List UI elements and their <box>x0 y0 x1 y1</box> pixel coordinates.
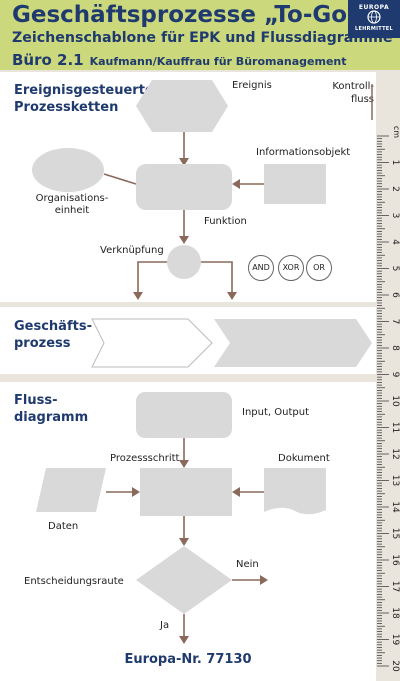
ruler-number: 20 <box>390 660 400 672</box>
process-heading-line1: Geschäfts- <box>14 319 92 334</box>
arrowhead <box>179 636 189 644</box>
flow-section: Fluss- diagramm Input, Output Prozesssch… <box>0 382 376 681</box>
ruler-number: 13 <box>390 475 400 486</box>
flow-diagram <box>36 392 326 644</box>
io-label: Input, Output <box>242 407 309 418</box>
document-label: Dokument <box>278 453 330 464</box>
data-parallelogram <box>36 468 106 512</box>
org-unit-line2: einheit <box>54 205 90 216</box>
ruler-number: 9 <box>390 372 400 378</box>
decision-diamond <box>136 546 232 614</box>
yes-label: Ja <box>160 620 170 631</box>
arrowhead <box>179 460 189 468</box>
process-chevrons <box>91 318 372 368</box>
ruler-number: 17 <box>390 581 400 592</box>
ruler-number: 8 <box>390 345 400 351</box>
globe-icon <box>367 10 381 24</box>
arrowhead <box>133 292 143 300</box>
and-gate: AND <box>248 255 274 281</box>
ruler-number: 7 <box>390 319 400 325</box>
ruler-number: 19 <box>390 634 400 646</box>
flow-heading-line2: diagramm <box>14 410 89 425</box>
arrowhead <box>232 487 240 497</box>
io-rounded-rect <box>136 392 232 438</box>
split-branch-right <box>201 261 233 294</box>
ruler-number: 15 <box>390 528 400 539</box>
epk-diagram <box>32 80 326 300</box>
function-rect <box>136 164 232 210</box>
process-section: Geschäfts- prozess <box>0 307 376 374</box>
arrowhead <box>179 538 189 546</box>
epk-section: Ereignisgesteuerte Prozessketten Ereigni… <box>0 72 376 302</box>
ruler-number: 6 <box>390 292 400 298</box>
ruler-number: 1 <box>390 160 400 166</box>
org-unit-link <box>103 173 137 185</box>
audience: Kaufmann/Kauffrau für Büromanagement <box>89 55 347 68</box>
publisher-logo <box>348 0 400 38</box>
process-step-rect <box>140 468 232 516</box>
control-flow-indicator <box>371 84 373 120</box>
split-branch-left <box>137 261 167 294</box>
ruler-number: 2 <box>390 186 400 192</box>
function-label: Funktion <box>204 216 247 227</box>
flow-heading-line1: Fluss- <box>14 393 58 408</box>
arrowhead <box>132 487 140 497</box>
ruler-number: 16 <box>390 554 400 566</box>
info-object-label: Informationsobjekt <box>256 147 351 158</box>
page-subtitle: Zeichenschablone für EPK und Flussdiagra… <box>12 30 393 46</box>
or-gate: OR <box>306 255 332 281</box>
org-unit-line1: Organisations- <box>35 193 109 204</box>
info-object-rect <box>264 164 326 204</box>
ruler-number: 11 <box>390 422 400 433</box>
ruler-number: 18 <box>390 607 400 619</box>
arrowhead <box>260 575 268 585</box>
control-flow-line1: Kontroll- <box>332 81 374 92</box>
process-heading-line2: prozess <box>14 336 71 351</box>
arrowhead <box>179 236 189 244</box>
ruler-number: 12 <box>390 448 400 459</box>
no-label: Nein <box>236 559 259 570</box>
flow-heading: Fluss- diagramm <box>14 392 88 426</box>
page-title: Geschäftsprozesse „To-Go“ <box>12 2 363 28</box>
arrowhead <box>179 158 189 166</box>
process-chevron-first <box>91 318 213 368</box>
process-chevron-second <box>214 319 372 367</box>
ruler-number: 14 <box>390 501 400 513</box>
edition-line: Büro 2.1 Kaufmann/Kauffrau für Büromanage… <box>12 50 347 69</box>
edition: Büro 2.1 <box>12 51 84 69</box>
logo-top-text: EUROPA <box>358 4 390 11</box>
header-banner: Geschäftsprozesse „To-Go“ Zeichenschablo… <box>0 0 400 70</box>
ruler-number: 10 <box>390 395 400 407</box>
ruler-number: 3 <box>390 213 400 219</box>
arrowhead <box>227 292 237 300</box>
document-shape <box>264 468 326 515</box>
control-flow-line2: fluss <box>350 94 374 105</box>
logo-bottom-text: LEHRMITTEL <box>354 26 393 32</box>
epk-heading-line2: Prozessketten <box>14 100 119 115</box>
ruler-number: 4 <box>390 239 400 245</box>
epk-heading-line1: Ereignisgesteuerte <box>14 83 154 98</box>
connector-circle <box>167 245 201 279</box>
org-unit-label: Organisations- einheit <box>28 193 116 217</box>
arrowhead <box>232 179 240 189</box>
control-flow-label: Kontroll- fluss <box>322 80 374 106</box>
step-label: Prozessschritt <box>110 453 180 464</box>
decision-label: Entscheidungsraute <box>24 576 124 587</box>
org-unit-ellipse <box>32 148 104 192</box>
ruler-number: 5 <box>390 266 400 272</box>
order-number: Europa-Nr. 77130 <box>124 652 252 667</box>
event-label: Ereignis <box>232 80 272 91</box>
xor-gate: XOR <box>278 255 304 281</box>
ruler-unit-label: cm <box>392 126 400 138</box>
event-hexagon <box>136 80 228 132</box>
data-label: Daten <box>48 521 79 532</box>
connector-label: Verknüpfung <box>100 245 164 256</box>
epk-heading: Ereignisgesteuerte Prozessketten <box>14 82 154 116</box>
process-heading: Geschäfts- prozess <box>14 318 92 352</box>
